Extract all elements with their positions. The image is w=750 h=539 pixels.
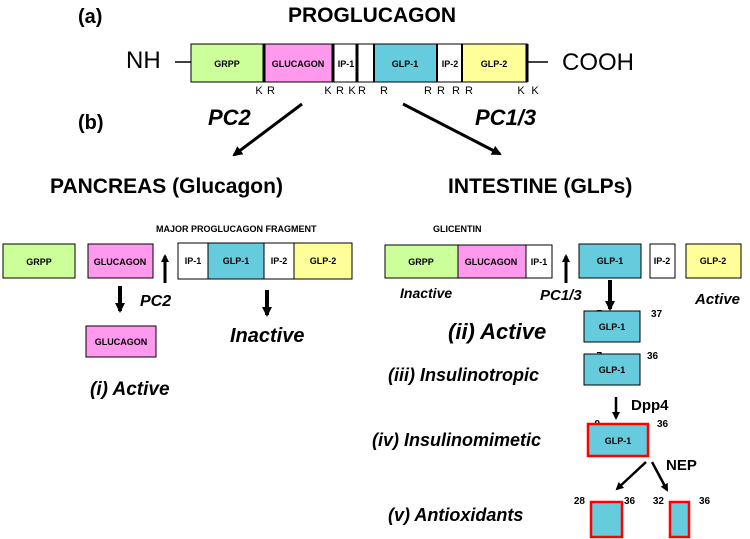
svg-text:GLP-1: GLP-1 — [605, 436, 632, 446]
glicentin-ip1-box — [525, 244, 553, 279]
fragment-a-end: 36 — [624, 496, 636, 507]
glicentin-inactive-label: Inactive — [400, 285, 452, 301]
antioxidant-fragment-32-36 — [668, 500, 691, 539]
site-k: K — [324, 85, 332, 97]
svg-text:GLP-2: GLP-2 — [700, 256, 727, 266]
svg-text:GLP-2: GLP-2 — [481, 59, 508, 69]
svg-text:GLP-1: GLP-1 — [597, 256, 624, 266]
glicentin-glucagon-box — [457, 244, 527, 279]
glp1-ii-end: 37 — [651, 309, 663, 320]
pancreas-glucagon-box — [87, 243, 154, 279]
svg-text:IP-2: IP-2 — [654, 256, 671, 266]
svg-text:GLP-1: GLP-1 — [599, 365, 626, 375]
site-r: R — [452, 85, 460, 97]
site-r: R — [465, 85, 473, 97]
mpgf-ip2-box — [263, 242, 295, 280]
nep-label: NEP — [666, 457, 697, 474]
mpgf-glp1-box — [207, 242, 265, 280]
site-k: K — [255, 85, 263, 97]
svg-text:IP-2: IP-2 — [442, 59, 459, 69]
svg-text:GLP-1: GLP-1 — [392, 59, 419, 69]
site-k: K — [348, 85, 356, 97]
pancreas-inactive-label: Inactive — [230, 325, 304, 347]
pancreas-pc2-label: PC2 — [140, 293, 171, 310]
pancreas-grpp-box — [2, 243, 76, 279]
svg-text:IP-1: IP-1 — [338, 59, 355, 69]
svg-text:GLUCAGON: GLUCAGON — [272, 59, 325, 69]
intestine-heading: INTESTINE (GLPs) — [448, 175, 632, 198]
glicentin-title: GLICENTIN — [433, 224, 482, 234]
fragment-b-start: 32 — [653, 496, 665, 507]
pancreas-heading: PANCREAS (Glucagon) — [50, 175, 283, 198]
svg-text:GLP-2: GLP-2 — [310, 256, 337, 266]
svg-text:GLUCAGON: GLUCAGON — [95, 337, 148, 347]
site-r: R — [437, 85, 445, 97]
site-k: K — [517, 85, 525, 97]
panel-b-label: (b) — [78, 112, 104, 134]
insulinotropic-label: (iii) Insulinotropic — [388, 365, 539, 385]
major-proglucagon-fragment: IP-1 GLP-1 IP-2 GLP-2 — [177, 242, 353, 280]
glucagon-product-box — [85, 325, 157, 358]
glp1-9-36-box — [586, 422, 650, 458]
nep-arrow-left — [615, 461, 647, 491]
site-r: R — [380, 85, 388, 97]
glicentin-grpp-box — [384, 244, 459, 279]
svg-text:GLUCAGON: GLUCAGON — [94, 257, 147, 267]
c-terminus-label: COOH — [562, 49, 634, 76]
proglucagon-bar: GRPP GLUCAGON IP-1 GLP-1 IP-2 GLP-2 — [190, 43, 529, 83]
site-k: K — [531, 85, 539, 97]
mpgf-ip1-box — [177, 242, 209, 280]
svg-text:IP-2: IP-2 — [271, 256, 288, 266]
segment-spacer — [356, 43, 375, 83]
panel-a-label: (a) — [78, 6, 102, 28]
insulinomimetic-label: (iv) Insulinomimetic — [372, 430, 541, 450]
n-terminus-label: NH — [126, 47, 161, 74]
mpgf-glp2-box — [293, 242, 353, 280]
nep-arrow-right — [650, 461, 669, 492]
fragment-a-start: 28 — [574, 496, 586, 507]
arrow-to-pancreas — [232, 102, 303, 157]
intestine-glp2-box — [685, 243, 742, 279]
glp1-iv-end: 36 — [657, 419, 669, 430]
intestine-ip2-box — [649, 243, 676, 279]
site-r: R — [358, 85, 366, 97]
glp1-iii-end: 36 — [647, 351, 659, 362]
pc2-enzyme-label: PC2 — [208, 105, 252, 130]
svg-text:GRPP: GRPP — [214, 59, 240, 69]
glicentin-fragment: GRPP GLUCAGON IP-1 — [384, 244, 553, 279]
site-r: R — [424, 85, 432, 97]
svg-text:GLP-1: GLP-1 — [599, 322, 626, 332]
glp1-7-36-box — [583, 353, 641, 386]
svg-text:GLUCAGON: GLUCAGON — [465, 257, 518, 267]
intestine-pc13-label: PC1/3 — [540, 287, 582, 304]
site-r: R — [336, 85, 344, 97]
arrow-to-intestine — [402, 102, 502, 156]
major-fragment-title: MAJOR PROGLUCAGON FRAGMENT — [156, 224, 317, 234]
segment-glucagon — [263, 43, 334, 83]
antioxidants-label: (v) Antioxidants — [388, 505, 523, 525]
glp2-active-label: Active — [694, 291, 740, 308]
pc13-enzyme-label: PC1/3 — [475, 105, 536, 130]
svg-text:GLP-1: GLP-1 — [223, 256, 250, 266]
intestine-glp1-box — [578, 243, 642, 279]
fragment-b-end: 36 — [699, 496, 711, 507]
antioxidant-fragment-28-36 — [589, 500, 624, 539]
svg-text:IP-1: IP-1 — [185, 256, 202, 266]
segment-glp2 — [461, 43, 528, 83]
glp1-7-37-box — [583, 310, 641, 343]
dpp4-label: Dpp4 — [631, 397, 669, 414]
glp1-active-label: (ii) Active — [448, 319, 546, 344]
svg-text:GRPP: GRPP — [408, 257, 434, 267]
svg-text:GRPP: GRPP — [26, 257, 52, 267]
proglucagon-title: PROGLUCAGON — [288, 4, 456, 27]
glucagon-active-label: (i) Active — [90, 379, 170, 400]
cleavage-sites: K R K R K R R R R R R K K — [255, 85, 539, 97]
segment-grpp — [190, 43, 265, 83]
svg-text:IP-1: IP-1 — [531, 257, 548, 267]
site-r: R — [267, 85, 275, 97]
